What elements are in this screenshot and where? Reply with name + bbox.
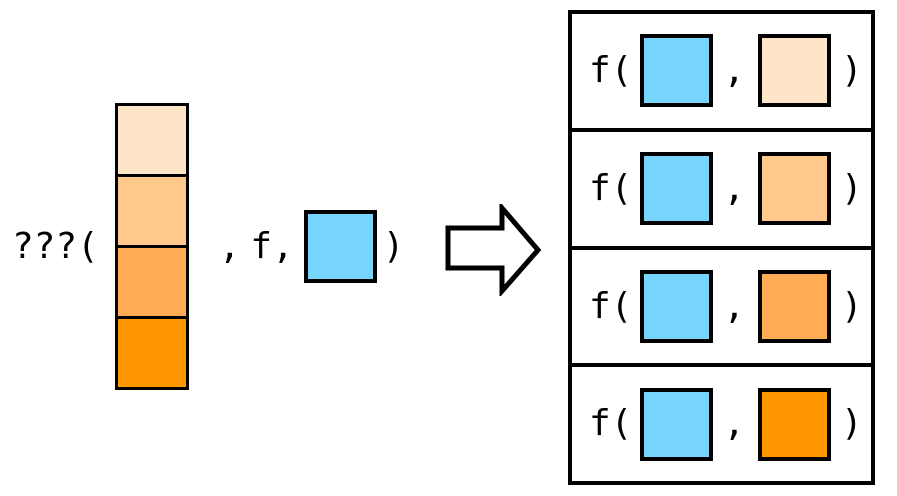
call-open-label: f( bbox=[589, 403, 633, 445]
blue-arg-square bbox=[640, 387, 714, 461]
result-row-3: f( , ) bbox=[572, 245, 871, 364]
close-paren-label: ) bbox=[841, 50, 863, 92]
orange-arg-square bbox=[758, 34, 832, 108]
blue-arg-square bbox=[640, 34, 714, 108]
function-arg-label: f, bbox=[250, 225, 294, 267]
comma-separator: , bbox=[723, 403, 746, 445]
result-list-box: f( , ) f( , ) f( , ) f( , ) bbox=[568, 10, 875, 485]
close-paren-label: ) bbox=[382, 225, 405, 267]
unknown-function-label: ???( bbox=[12, 225, 99, 267]
result-row-4: f( , ) bbox=[572, 363, 871, 481]
blue-arg-square bbox=[640, 269, 714, 343]
list-item-square-4 bbox=[117, 316, 186, 387]
list-item-square-3 bbox=[117, 245, 186, 316]
blue-value-square bbox=[303, 210, 377, 283]
comma-separator: , bbox=[723, 167, 746, 209]
close-paren-label: ) bbox=[841, 403, 863, 445]
close-paren-label: ) bbox=[841, 285, 863, 327]
input-expression: ???( , f, ) bbox=[12, 103, 404, 390]
transform-arrow-icon bbox=[444, 201, 544, 298]
orange-arg-square bbox=[758, 152, 832, 226]
comma-separator: , bbox=[723, 50, 746, 92]
orange-arg-square bbox=[758, 387, 832, 461]
list-item-square-2 bbox=[117, 174, 186, 245]
close-paren-label: ) bbox=[841, 167, 863, 209]
input-list-stack bbox=[114, 103, 189, 390]
result-row-1: f( , ) bbox=[572, 14, 871, 128]
orange-arg-square bbox=[758, 269, 832, 343]
comma-separator: , bbox=[723, 285, 746, 327]
result-row-2: f( , ) bbox=[572, 127, 871, 246]
comma-separator: , bbox=[218, 225, 241, 267]
call-open-label: f( bbox=[589, 285, 633, 327]
blue-arg-square bbox=[640, 152, 714, 226]
list-item-square-1 bbox=[117, 106, 186, 174]
call-open-label: f( bbox=[589, 167, 633, 209]
call-open-label: f( bbox=[589, 50, 633, 92]
